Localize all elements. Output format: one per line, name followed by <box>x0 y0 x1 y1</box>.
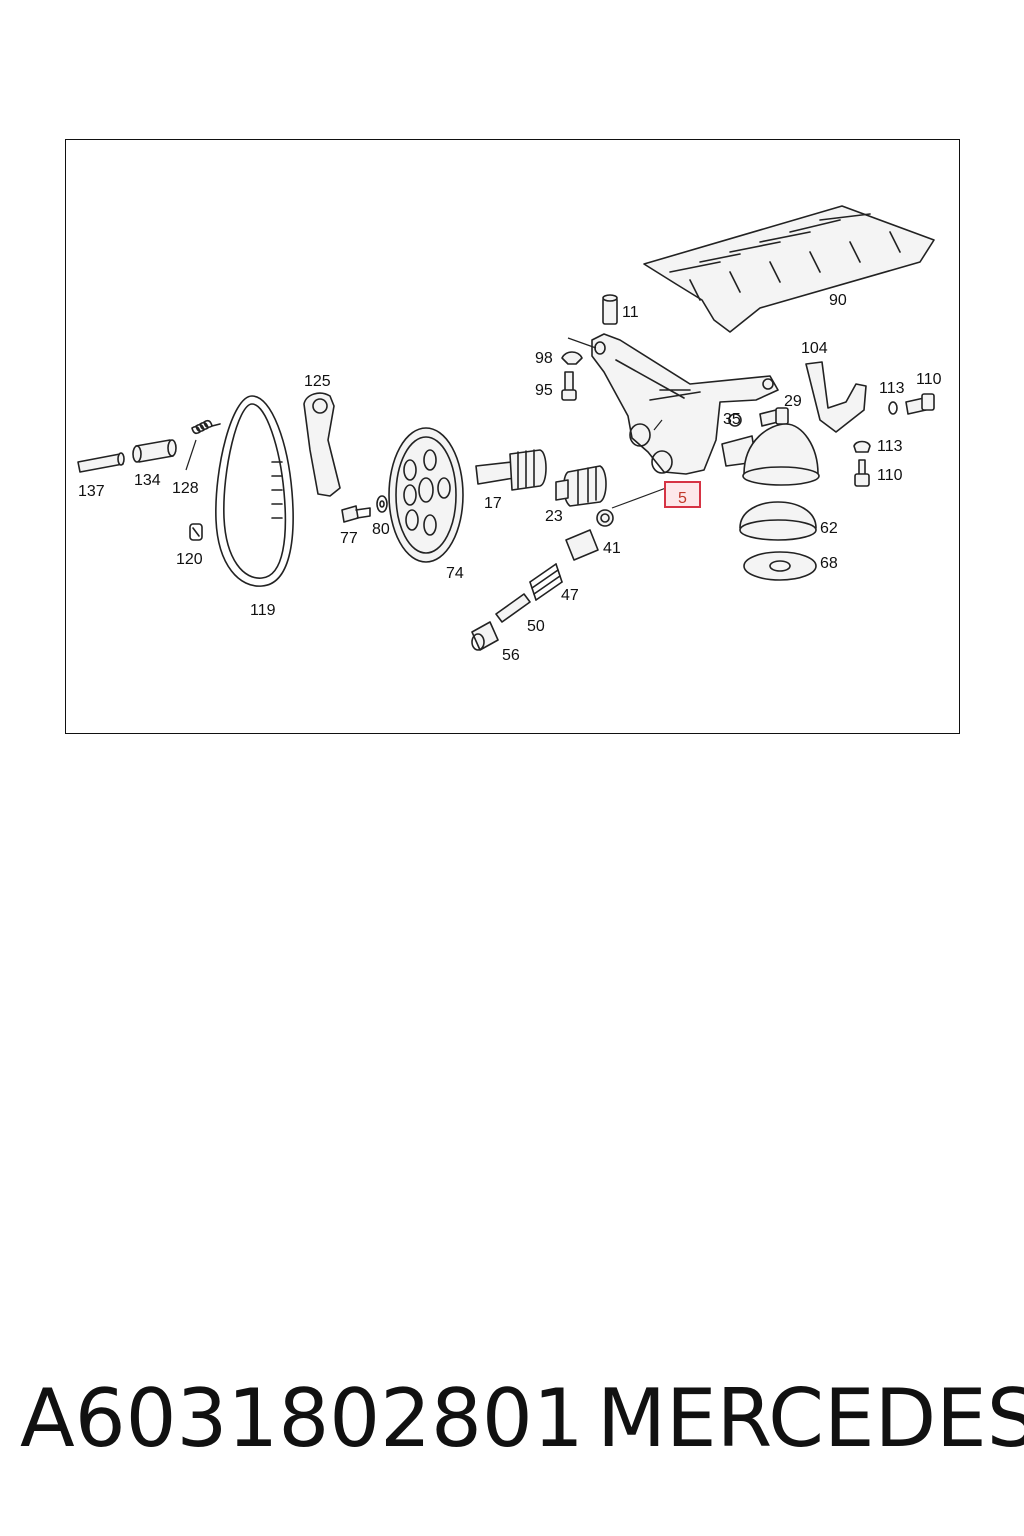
part-110-bolt-lower <box>854 459 870 487</box>
part-50-pin <box>495 593 531 623</box>
part-47-spring <box>529 563 563 601</box>
callout-125: 125 <box>304 373 331 390</box>
part-74-sprocket <box>388 427 464 563</box>
part-80-washer <box>376 495 388 513</box>
exploded-parts-diagram: 137 134 128 120 119 125 77 80 74 17 23 4… <box>77 205 942 664</box>
part-98-clip <box>561 351 583 365</box>
part-134-sleeve <box>132 439 177 463</box>
callout-95: 95 <box>535 382 553 399</box>
part-128-spring <box>185 419 221 471</box>
callout-11: 11 <box>622 304 639 321</box>
callout-80: 80 <box>372 521 390 538</box>
part-113-washer <box>888 401 898 415</box>
callout-77: 77 <box>340 530 358 547</box>
part-62-dome <box>739 501 817 541</box>
callout-119: 119 <box>250 602 276 619</box>
part-110-bolt <box>905 393 935 415</box>
callout-120: 120 <box>176 551 203 568</box>
part-137-pin <box>77 452 125 473</box>
part-95-bolt <box>561 371 577 401</box>
part-23-gear <box>555 465 607 507</box>
callout-98: 98 <box>535 350 553 367</box>
callout-62: 62 <box>820 520 838 537</box>
part-77-bolt <box>341 505 371 523</box>
callout-29: 29 <box>784 393 802 410</box>
part-104-bracket <box>805 361 867 433</box>
callout-128: 128 <box>172 480 199 497</box>
callout-104: 104 <box>801 340 828 357</box>
highlight-box <box>664 481 701 508</box>
callout-90: 90 <box>829 292 847 309</box>
callout-47: 47 <box>561 587 579 604</box>
callout-137: 137 <box>78 483 105 500</box>
part-17-gear-shaft <box>475 449 547 491</box>
part-11-dowel <box>602 294 618 325</box>
part-41-plunger <box>565 509 614 561</box>
part-120-chain-link <box>189 523 203 541</box>
callout-23: 23 <box>545 508 563 525</box>
callout-110-lower: 110 <box>877 467 903 484</box>
callout-113-upper: 113 <box>879 380 905 397</box>
callout-50: 50 <box>527 618 545 635</box>
callout-labels: 137 134 128 120 119 125 77 80 74 17 23 4… <box>78 292 942 664</box>
callout-113-lower: 113 <box>877 438 903 455</box>
part-68-disc <box>743 551 817 581</box>
callout-110-upper: 110 <box>916 371 942 388</box>
callout-35: 35 <box>723 411 741 428</box>
part-119-chain <box>215 395 294 587</box>
callout-5-highlighted: 5 <box>678 490 687 507</box>
oil-strainer-bowl <box>742 423 820 486</box>
callout-68: 68 <box>820 555 838 572</box>
callout-41: 41 <box>603 540 621 557</box>
callout-17: 17 <box>484 495 502 512</box>
callout-134: 134 <box>134 472 161 489</box>
part-113-washer-lower <box>853 440 871 453</box>
callout-74: 74 <box>446 565 464 582</box>
part-90-oil-baffle <box>643 205 935 333</box>
part-56-plug <box>471 621 499 651</box>
part-number: A6031802801 <box>20 1372 584 1465</box>
brand-name: MERCEDES <box>597 1372 1024 1465</box>
callout-56: 56 <box>502 647 520 664</box>
part-125-tensioner-rail <box>303 392 341 497</box>
